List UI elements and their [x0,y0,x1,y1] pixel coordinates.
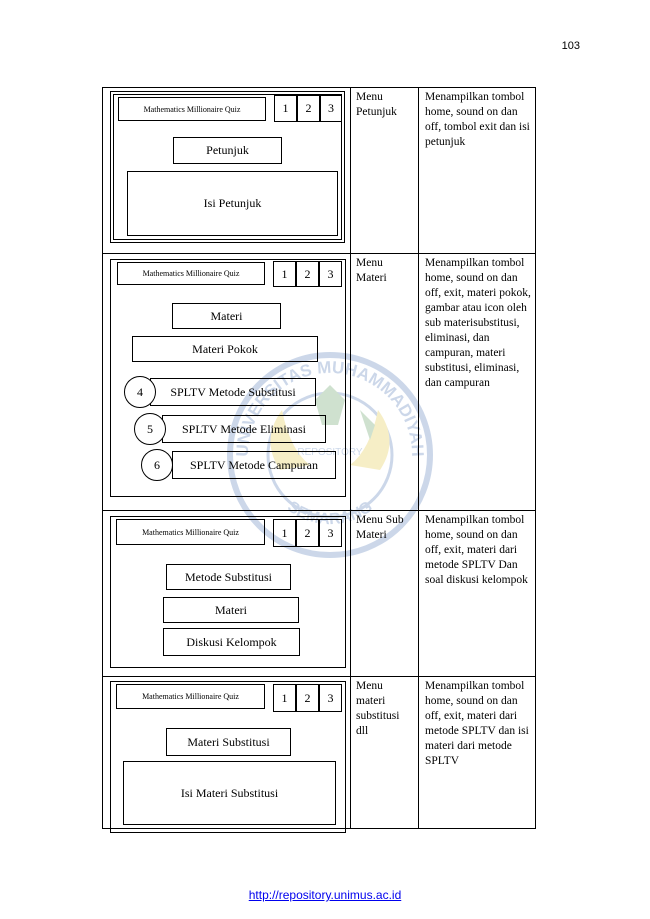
mockup-app-title: Mathematics Millionaire Quiz [117,262,265,285]
mockup-item-campuran: SPLTV Metode Campuran [172,451,336,479]
table-row-divider [102,510,536,511]
mockup-button-materi: Materi [163,597,299,623]
mockup-heading-materi-substitusi: Materi Substitusi [166,728,291,756]
mockup-button-diskusi-kelompok: Diskusi Kelompok [163,628,300,656]
row-4-description: Menampilkan tombol home, sound on dan of… [425,680,529,767]
mockup-materi-pokok: Materi Pokok [132,336,318,362]
table-column-divider [418,87,419,829]
mockup-number-button: 2 [296,261,319,287]
mockup-number-button: 1 [274,95,297,122]
mockup-frame-sub-materi [110,516,346,668]
table-border-left [102,87,103,829]
mockup-number-button: 3 [320,95,342,122]
university-seal-watermark: UNIVERSITAS MUHAMMADIYAH SEMARANG REPOSI… [227,352,433,558]
repository-link[interactable]: http://repository.unimus.ac.id [248,888,402,902]
table-row-divider [102,676,536,677]
mockup-app-title: Mathematics Millionaire Quiz [116,519,265,545]
mockup-number-button: 2 [296,519,319,547]
mockup-frame-petunjuk [110,91,345,243]
mockup-frame-materi [110,259,346,497]
mockup-frame-materi-substitusi [110,681,346,833]
mockup-heading-materi: Materi [172,303,281,329]
mockup-number-button: 1 [273,261,296,287]
mockup-number-button: 3 [319,684,342,712]
page-number: 103 [561,40,580,52]
mockup-number-button: 1 [273,519,296,547]
table-border-bottom [102,828,536,829]
mockup-number-button: 2 [296,684,319,712]
mockup-number-button: 1 [273,684,296,712]
row-2-menu: Menu Materi [356,257,387,284]
mockup-item-number-5: 5 [134,413,166,445]
mockup-app-title: Mathematics Millionaire Quiz [118,97,266,121]
mockup-number-button: 3 [319,519,342,547]
table-border-right [535,87,536,829]
mockup-app-title: Mathematics Millionaire Quiz [116,684,265,709]
mockup-button-metode-substitusi: Metode Substitusi [166,564,291,590]
table-row-divider [102,253,536,254]
row-3-description: Menampilkan tombol home, sound on dan of… [425,514,528,586]
row-1-description: Menampilkan tombol home, sound on dan of… [425,91,530,148]
mockup-item-number-6: 6 [141,449,173,481]
mockup-content-petunjuk: Isi Petunjuk [127,171,338,236]
mockup-item-substitusi: SPLTV Metode Substitusi [150,378,316,406]
mockup-item-eliminasi: SPLTV Metode Eliminasi [162,415,326,443]
mockup-heading-petunjuk: Petunjuk [173,137,282,164]
mockup-content-materi-substitusi: Isi Materi Substitusi [123,761,336,825]
mockup-number-button: 2 [297,95,320,122]
row-2-description: Menampilkan tombol home, sound on dan of… [425,257,531,389]
mockup-number-button: 3 [319,261,342,287]
mockup-frame-petunjuk-inner [113,94,342,240]
row-4-menu: Menu materi substitusi dll [356,680,400,737]
row-1-menu: Menu Petunjuk [356,91,397,118]
mockup-item-number-4: 4 [124,376,156,408]
table-border-top [102,87,536,88]
watermark-inner-text: REPOSITORY [297,447,363,458]
row-3-menu: Menu Sub Materi [356,514,404,541]
table-column-divider [350,87,351,829]
